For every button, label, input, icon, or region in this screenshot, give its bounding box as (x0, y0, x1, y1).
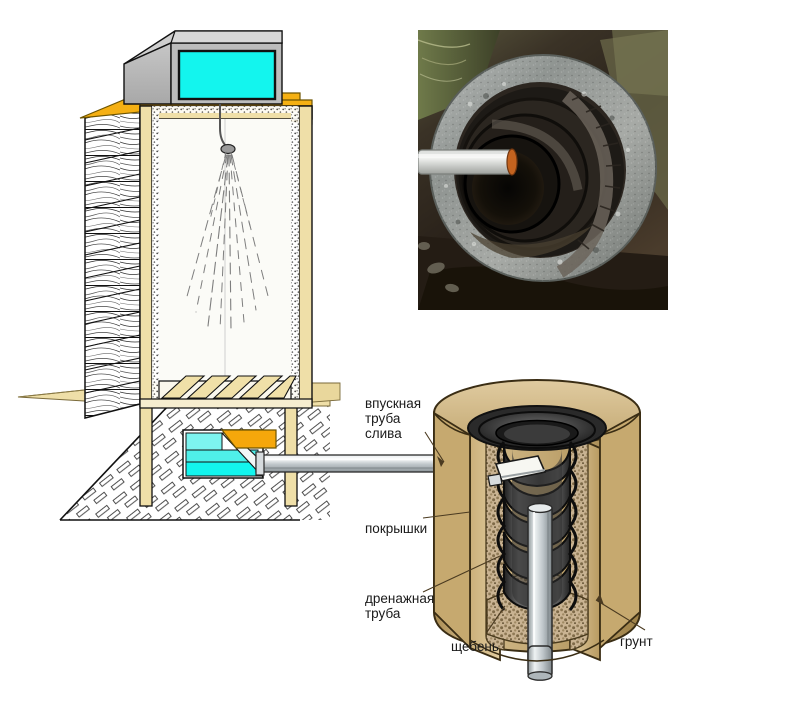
floor-slats (139, 375, 313, 409)
well-body (433, 379, 641, 681)
inlet-pipe-stub (487, 455, 547, 487)
tank-water-window (177, 49, 277, 101)
water-spray (185, 151, 269, 331)
label-tyres: покрышки (365, 521, 428, 536)
label-soil: грунт (620, 634, 653, 649)
label-crushed-stone: щебень (451, 639, 499, 654)
label-inlet-pipe: впускная труба слива (365, 396, 422, 441)
label-drain-pipe: дренажная труба (365, 591, 435, 621)
central-drain-pipe (527, 502, 553, 681)
leader-arrowheads (437, 456, 604, 605)
shower-head (219, 104, 236, 155)
drain-basin (182, 429, 277, 479)
leader-lines (422, 431, 646, 633)
water-tank (123, 30, 283, 105)
